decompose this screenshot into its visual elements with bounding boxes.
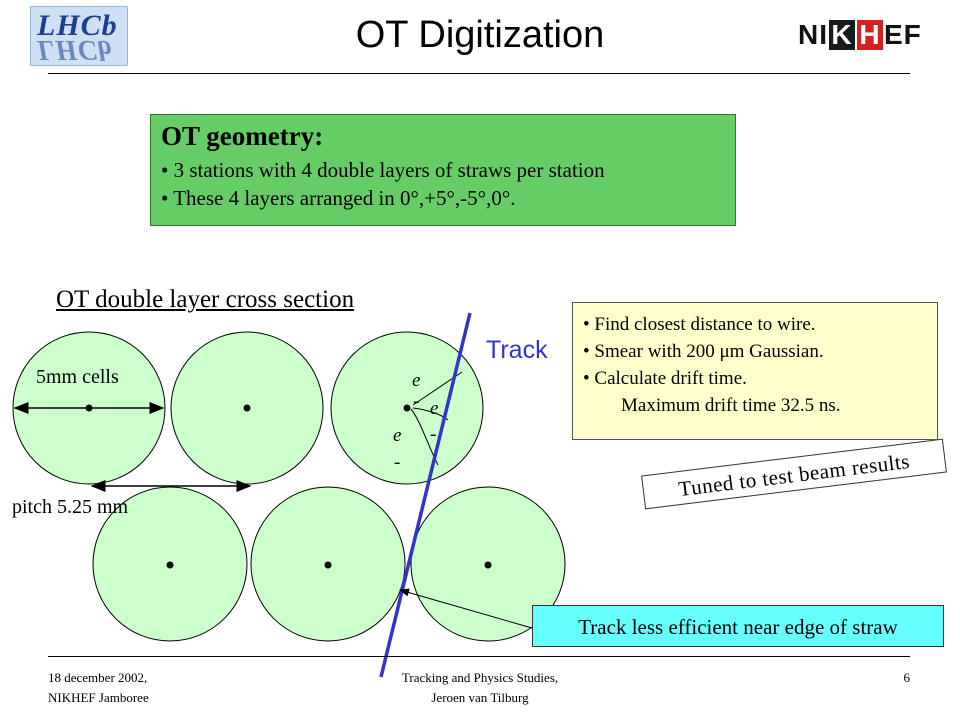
nikhef-logo-part2: EF — [884, 19, 922, 50]
nikhef-logo: NI K H EF — [798, 18, 922, 52]
electron-label: e — [430, 398, 439, 419]
geometry-bullet: • 3 stations with 4 double layers of str… — [161, 158, 605, 182]
electron-label: e — [412, 370, 421, 391]
nikhef-logo-k: K — [829, 20, 855, 50]
footer-event: NIKHEF Jamboree — [48, 690, 149, 705]
charge-minus-label: - — [394, 452, 401, 473]
track-line — [379, 312, 472, 678]
nikhef-logo-h: H — [857, 20, 883, 50]
step-bullet: • Find closest distance to wire. — [583, 314, 816, 335]
cross-section-title: OT double layer cross section — [56, 286, 355, 313]
wire-dot — [166, 561, 174, 569]
footer-date: 18 december 2002, — [48, 670, 148, 685]
charge-minus-label: - — [430, 424, 437, 445]
page-number: 6 — [903, 670, 911, 685]
geometry-heading: OT geometry: — [161, 121, 324, 151]
electron-label: e — [393, 425, 402, 446]
footer-divider — [48, 656, 910, 657]
edge-efficiency-note: Track less efficient near edge of straw — [532, 605, 944, 647]
step-bullet: • Calculate drift time. — [583, 368, 747, 389]
header-divider — [48, 73, 910, 74]
footer-date-event: 18 december 2002, NIKHEF Jamboree — [48, 668, 149, 708]
edge-pointer-arrow — [399, 588, 533, 629]
geometry-box: OT geometry: • 3 stations with 4 double … — [150, 114, 736, 226]
footer-talk-info: Tracking and Physics Studies, Jeroen van… — [350, 668, 610, 708]
lhcb-logo-text: LHCb — [37, 9, 118, 42]
track-label: Track — [486, 336, 548, 364]
max-drift-time-line: Maximum drift time 32.5 ns. — [621, 395, 841, 416]
footer-talk-title: Tracking and Physics Studies, — [401, 670, 559, 685]
geometry-bullet: • These 4 layers arranged in 0°,+5°,-5°,… — [161, 186, 516, 210]
digitization-steps-box: • Find closest distance to wire. • Smear… — [572, 302, 938, 440]
wire-dot — [324, 561, 332, 569]
nikhef-logo-part1: NI — [798, 19, 828, 50]
wire-dot — [243, 404, 251, 412]
footer-author: Jeroen van Tilburg — [431, 690, 529, 705]
lhcb-logo: LHCb LHCb — [30, 6, 128, 66]
electron-drift-path — [410, 408, 439, 466]
charge-minus-label: - — [413, 391, 420, 412]
wire-dot — [484, 561, 492, 569]
page-title: OT Digitization — [355, 14, 605, 56]
step-bullet: • Smear with 200 μm Gaussian. — [583, 341, 824, 362]
wire-dot — [403, 404, 411, 412]
pitch-label: pitch 5.25 mm — [12, 496, 129, 518]
cells-label: 5mm cells — [36, 366, 119, 388]
